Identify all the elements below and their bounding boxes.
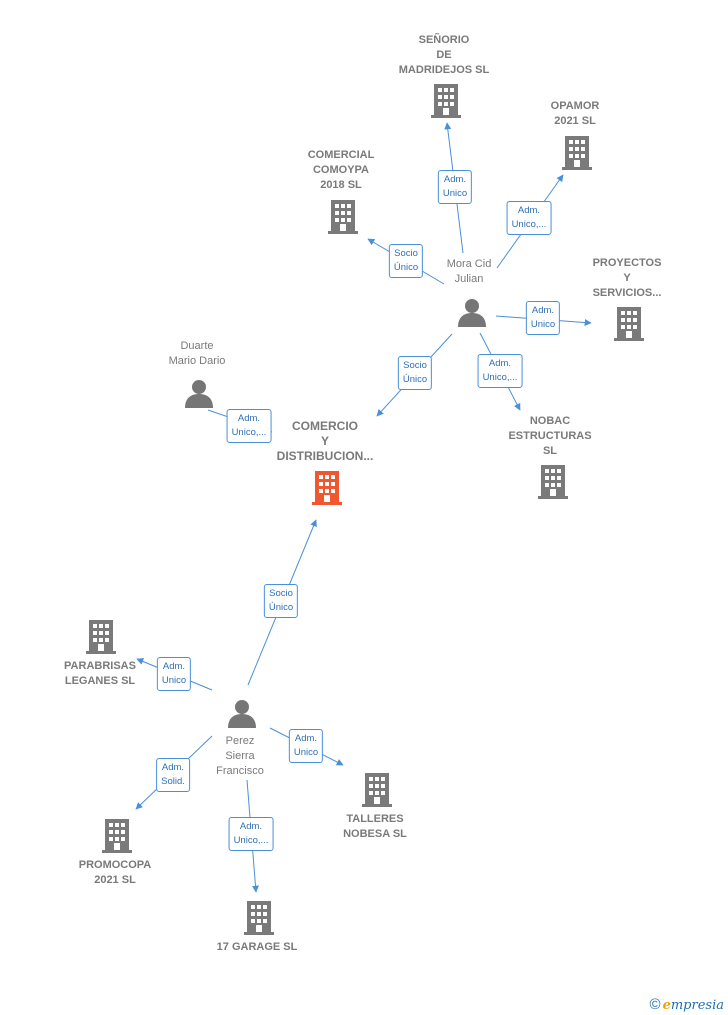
node-label-line: Y bbox=[623, 272, 631, 284]
person-icon-mora[interactable] bbox=[458, 299, 486, 327]
edge-label-line: Unico,... bbox=[482, 372, 518, 383]
copyright-symbol: © bbox=[649, 996, 661, 1013]
edge-label-mora-nobac[interactable]: Adm. Unico,... bbox=[477, 354, 523, 388]
edge-label-perez-talleres[interactable]: Adm. Unico bbox=[288, 729, 324, 763]
edge-label-line: Adm. bbox=[162, 661, 186, 672]
edge-label-perez-parabrisas[interactable]: Adm. Unico bbox=[156, 657, 192, 691]
edge-label-line: Único bbox=[393, 262, 419, 273]
edge-label-line: Unico,... bbox=[511, 219, 547, 230]
edge-label-line: Unico bbox=[161, 675, 187, 686]
node-label-line: COMERCIO bbox=[291, 419, 358, 433]
node-label-line: LEGANES SL bbox=[64, 675, 136, 687]
node-label-line: Francisco bbox=[216, 765, 264, 777]
building-icon-parabrisas[interactable] bbox=[86, 620, 116, 654]
node-label-promocopa[interactable]: PROMOCOPA 2021 SL bbox=[79, 858, 152, 888]
node-label-line: ESTRUCTURAS bbox=[508, 430, 592, 442]
node-label-line: COMERCIAL bbox=[307, 149, 375, 161]
node-label-line: NOBESA SL bbox=[343, 828, 407, 840]
node-label-line: OPAMOR bbox=[550, 100, 600, 112]
node-label-line: Sierra bbox=[225, 750, 255, 762]
node-label-line: Perez bbox=[225, 735, 255, 747]
node-label-line: PROMOCOPA bbox=[78, 859, 152, 871]
edge-label-line: Solid. bbox=[161, 776, 185, 787]
node-label-line: COMOYPA bbox=[312, 164, 370, 176]
node-label-senorio[interactable]: SEÑORIO DE MADRIDEJOS SL bbox=[399, 33, 489, 78]
node-label-talleres[interactable]: TALLERES NOBESA SL bbox=[343, 812, 407, 842]
edge-label-line: Socio bbox=[394, 248, 418, 259]
edge-label-line: Unico bbox=[293, 747, 319, 758]
brand-logo-text: mpresia bbox=[670, 998, 724, 1013]
building-icon-comercio[interactable] bbox=[312, 471, 342, 505]
edge-label-line: Adm. bbox=[237, 413, 261, 424]
person-icon-perez[interactable] bbox=[228, 700, 256, 728]
edge-label-line: Unico,... bbox=[233, 835, 269, 846]
node-label-nobac[interactable]: NOBAC ESTRUCTURAS SL bbox=[508, 414, 591, 459]
node-label-line: 2018 SL bbox=[320, 179, 362, 191]
edge-label-line: Unico bbox=[530, 319, 556, 330]
node-label-line: TALLERES bbox=[346, 813, 404, 825]
edge-label-line: Adm. bbox=[488, 358, 512, 369]
node-label-line: DE bbox=[436, 49, 452, 61]
node-label-line: 17 GARAGE SL bbox=[216, 941, 298, 953]
edge-label-line: Adm. bbox=[161, 762, 185, 773]
edge-label-mora-senorio[interactable]: Adm. Unico bbox=[437, 170, 473, 204]
node-label-parabrisas[interactable]: PARABRISAS LEGANES SL bbox=[64, 659, 136, 689]
edge-label-line: Socio bbox=[403, 360, 427, 371]
edge-label-line: Adm. bbox=[517, 205, 541, 216]
node-label-line: MADRIDEJOS SL bbox=[398, 64, 490, 76]
node-label-line: 2021 SL bbox=[94, 874, 136, 886]
building-icon-opamor[interactable] bbox=[562, 136, 592, 170]
brand-logo-letter: e bbox=[662, 998, 671, 1013]
building-icon-proyectos[interactable] bbox=[614, 307, 644, 341]
node-label-line: Mora Cid bbox=[446, 258, 492, 270]
node-label-line: Mario Dario bbox=[168, 355, 226, 367]
building-icon-promocopa[interactable] bbox=[102, 819, 132, 853]
node-label-line: NOBAC bbox=[529, 415, 571, 427]
node-label-opamor[interactable]: OPAMOR 2021 SL bbox=[551, 99, 600, 129]
building-icon-garage[interactable] bbox=[244, 901, 274, 935]
node-label-comoypa[interactable]: COMERCIAL COMOYPA 2018 SL bbox=[308, 148, 375, 193]
edge-label-mora-opamor[interactable]: Adm. Unico,... bbox=[506, 201, 552, 235]
node-label-line: SERVICIOS... bbox=[592, 287, 662, 299]
edge-label-line: Unico bbox=[442, 188, 468, 199]
building-icon-senorio[interactable] bbox=[431, 84, 461, 118]
edge-label-perez-garage[interactable]: Adm. Unico,... bbox=[228, 817, 274, 851]
node-label-line: DISTRIBUCION... bbox=[276, 449, 374, 463]
footer-brand: ©empresia bbox=[650, 996, 724, 1013]
edge-label-line: Adm. bbox=[294, 733, 318, 744]
edge-label-mora-proyectos[interactable]: Adm. Unico bbox=[525, 301, 561, 335]
edge-label-line: Adm. bbox=[443, 174, 467, 185]
node-label-proyectos[interactable]: PROYECTOS Y SERVICIOS... bbox=[593, 256, 662, 301]
node-label-line: PROYECTOS bbox=[592, 257, 662, 269]
edge-label-line: Adm. bbox=[531, 305, 555, 316]
edge-label-line: Único bbox=[402, 374, 428, 385]
edge-label-line: Único bbox=[268, 602, 294, 613]
node-label-garage[interactable]: 17 GARAGE SL bbox=[217, 940, 298, 955]
edge-label-line: Socio bbox=[269, 588, 293, 599]
node-label-line: Y bbox=[320, 434, 330, 448]
building-icon-nobac[interactable] bbox=[538, 465, 568, 499]
building-icon-comoypa[interactable] bbox=[328, 200, 358, 234]
node-label-line: 2021 SL bbox=[554, 115, 596, 127]
edge-label-line: Adm. bbox=[239, 821, 263, 832]
node-label-line: Julian bbox=[454, 273, 484, 285]
edge-label-line: Unico,... bbox=[231, 427, 267, 438]
building-icon-talleres[interactable] bbox=[362, 773, 392, 807]
node-label-line: PARABRISAS bbox=[64, 660, 136, 672]
node-label-line: SEÑORIO bbox=[418, 34, 470, 46]
node-label-line: Duarte bbox=[180, 340, 214, 352]
edge-label-duarte-comercio[interactable]: Adm. Unico,... bbox=[226, 409, 272, 443]
node-label-line: SL bbox=[542, 445, 558, 457]
edge-label-perez-promocopa[interactable]: Adm. Solid. bbox=[156, 758, 190, 792]
person-icon-duarte[interactable] bbox=[185, 380, 213, 408]
